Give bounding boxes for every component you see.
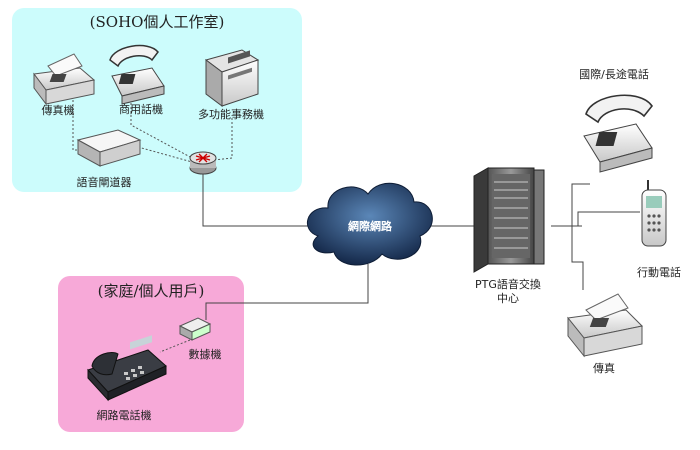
fax-right-label: 傳真: [593, 361, 615, 375]
ptg-label-line2: 中心: [497, 292, 519, 305]
voice-gateway-icon: [76, 129, 142, 167]
mobile-phone-icon: [641, 180, 667, 247]
router-icon: [189, 151, 217, 175]
business-phone-label: 商用話機: [119, 102, 163, 116]
ip-phone-label: 網路電話機: [97, 408, 152, 422]
home-title: (家庭/個人用戶): [98, 282, 205, 300]
mfp-icon: [204, 49, 260, 107]
soho-title: (SOHO個人工作室): [90, 13, 225, 31]
fax-soho-label: 傳真機: [42, 103, 75, 117]
intl-phone-icon: [583, 94, 653, 173]
mfp-label: 多功能事務機: [198, 107, 264, 121]
business-phone-icon: [109, 44, 165, 105]
fax-soho-icon: [33, 53, 96, 106]
ip-phone-icon: [87, 335, 167, 402]
wiring: [72, 95, 640, 353]
voice-gateway-label: 語音閘道器: [77, 175, 132, 189]
mobile-phone-label: 行動電話: [637, 265, 681, 279]
ptg-switch-rack-icon: [473, 167, 545, 273]
fax-right-icon: [567, 293, 644, 358]
ptg-label-line1: PTG語音交換: [475, 277, 541, 291]
internet-cloud-icon: [307, 182, 433, 266]
internet-label: 網際網路: [348, 219, 393, 233]
data-device-label: 數據機: [189, 347, 222, 361]
data-device-icon: [178, 317, 212, 341]
intl-phone-label: 國際/長途電話: [579, 67, 649, 81]
